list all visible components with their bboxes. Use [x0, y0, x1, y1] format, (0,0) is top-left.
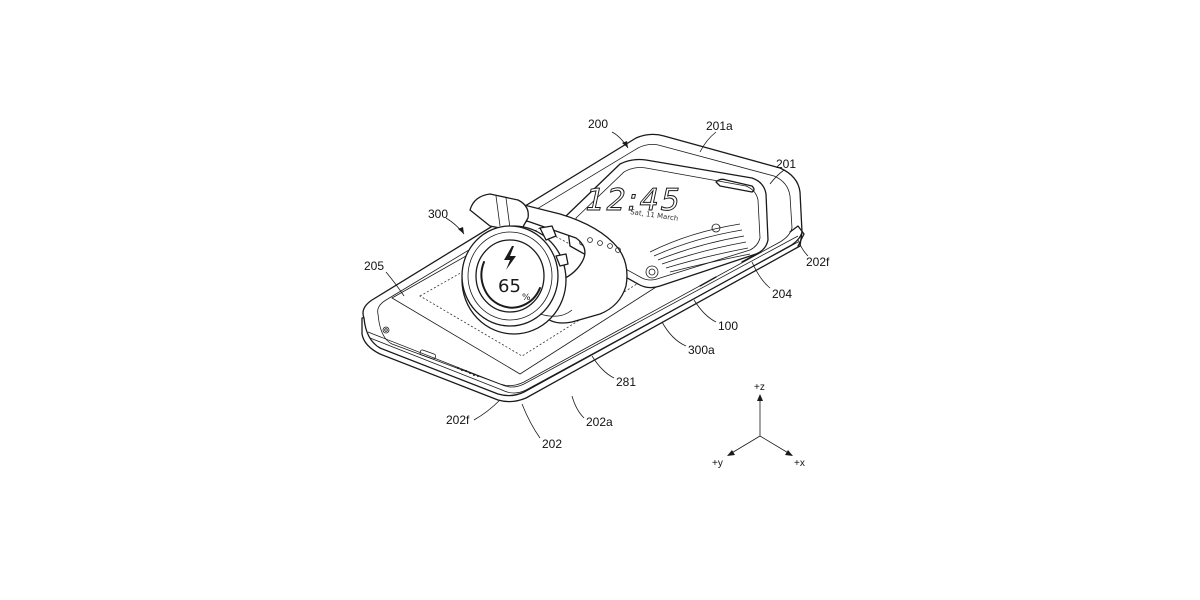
- axis-x-label: +x: [794, 458, 805, 469]
- speaker-holes: [457, 367, 479, 377]
- strap-holes: [587, 237, 621, 253]
- screen-wave-decoration: [649, 223, 751, 273]
- label-202f-left: 202f: [446, 413, 470, 427]
- watch-bezel-inner: [467, 231, 553, 321]
- phone-side-seam-2: [369, 241, 799, 394]
- axis-y-arrowhead: [727, 450, 735, 456]
- reference-numerals: 200 201a 201 202f 204 100 300a 281 202a …: [364, 117, 830, 451]
- leader-204: [751, 261, 771, 289]
- label-300a: 300a: [688, 343, 715, 357]
- label-201a: 201a: [706, 119, 733, 133]
- leader-201a: [699, 131, 717, 153]
- usb-port: [419, 349, 437, 360]
- screen-notification-icon: [711, 223, 721, 233]
- axis-y-label: +y: [712, 458, 723, 469]
- leader-100: [693, 299, 717, 323]
- leader-200-arrowhead: [622, 141, 628, 148]
- leader-281: [591, 355, 615, 379]
- label-200: 200: [588, 117, 608, 131]
- label-202: 202: [542, 437, 562, 451]
- phone-side-seam: [367, 235, 799, 388]
- cover-hinge-right: [789, 225, 805, 247]
- label-100: 100: [718, 319, 738, 333]
- watch-charge-value: 65: [498, 276, 521, 297]
- label-205: 205: [364, 259, 384, 273]
- lock-icon: [645, 265, 659, 279]
- label-202f-right: 202f: [806, 255, 830, 269]
- jack-port-inner: [384, 328, 388, 332]
- leader-202f-right: [797, 239, 809, 257]
- leader-202f-left: [473, 399, 501, 421]
- side-button-lower: [699, 276, 717, 287]
- axis-z-arrowhead: [757, 394, 763, 401]
- leader-300a: [661, 321, 687, 347]
- watch-lug-lower: [539, 309, 573, 317]
- watch-strap-back: [475, 198, 628, 324]
- watch-button-top: [539, 225, 557, 241]
- axis-x-line: [759, 435, 791, 455]
- watch-button-bottom: [555, 253, 569, 267]
- label-281: 281: [616, 375, 636, 389]
- coordinate-axes: +z +y +x: [712, 382, 805, 469]
- watch-strap-top: [469, 193, 529, 233]
- jack-port: [382, 326, 390, 334]
- smartwatch: 65 %: [461, 193, 628, 335]
- axis-z-label: +z: [754, 382, 765, 393]
- leader-lines: [385, 131, 809, 439]
- axis-y-line: [729, 435, 761, 455]
- label-204: 204: [772, 287, 792, 301]
- lightning-bolt-icon: [504, 246, 516, 270]
- watch-screen: [475, 239, 545, 313]
- leader-300-arrowhead: [458, 227, 464, 234]
- label-201: 201: [776, 157, 796, 171]
- watch-charge-unit: %: [522, 293, 531, 303]
- charge-progress-arc: [480, 261, 541, 309]
- strap-keeper: [495, 195, 501, 227]
- screen-time: 12:45: [582, 183, 686, 218]
- leader-205: [385, 271, 405, 297]
- earpiece-slot: [715, 178, 755, 193]
- leader-201: [769, 169, 785, 185]
- axis-x-arrowhead: [785, 450, 793, 456]
- label-300: 300: [428, 207, 448, 221]
- leader-202a: [571, 395, 585, 419]
- strap-keeper-2: [505, 197, 511, 229]
- label-202a: 202a: [586, 415, 613, 429]
- leader-202: [521, 403, 541, 439]
- window-inner: [575, 167, 761, 281]
